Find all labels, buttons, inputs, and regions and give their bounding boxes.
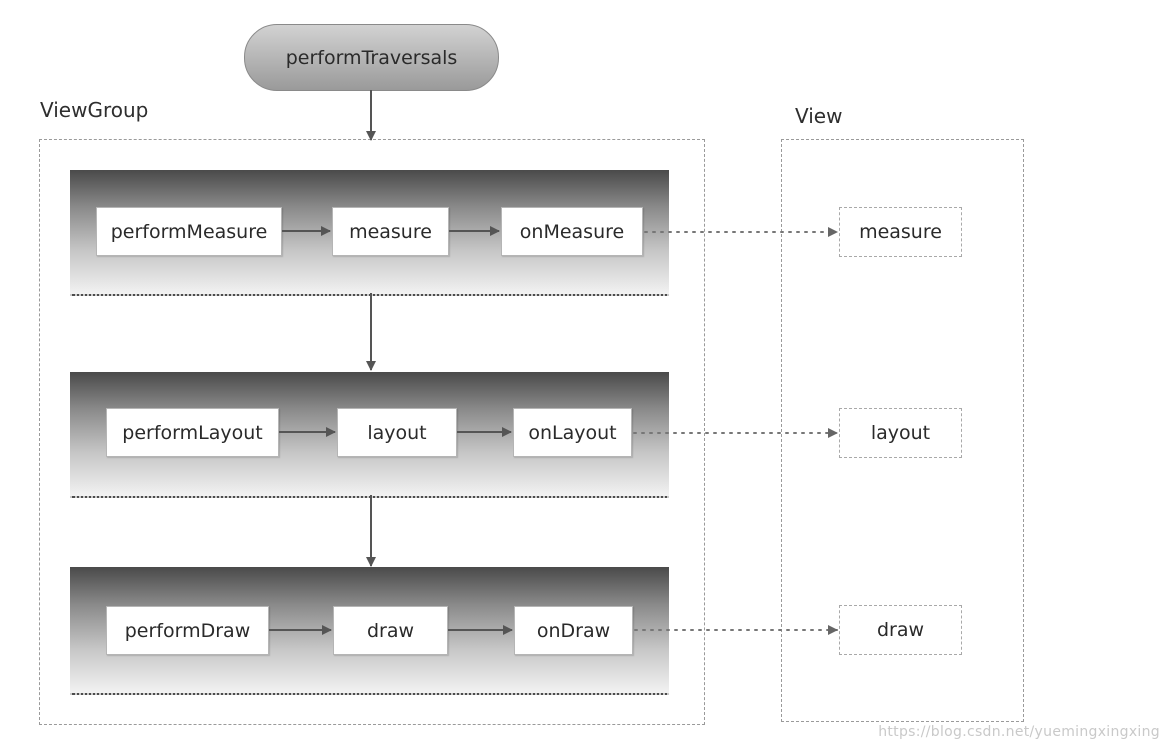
measure-box: measure <box>332 207 449 256</box>
view-draw-label: draw <box>876 619 925 641</box>
viewgroup-label: ViewGroup <box>40 98 149 122</box>
perform-measure-box: performMeasure <box>96 207 282 256</box>
view-label: View <box>795 104 843 128</box>
perform-traversals-label: performTraversals <box>285 46 458 69</box>
draw-box: draw <box>333 606 448 655</box>
on-draw-label: onDraw <box>536 619 611 642</box>
perform-layout-box: performLayout <box>106 408 279 457</box>
view-measure-box: measure <box>839 207 962 257</box>
perform-draw-label: performDraw <box>124 619 251 642</box>
view-container <box>781 139 1024 722</box>
view-layout-label: layout <box>870 422 931 444</box>
perform-draw-box: performDraw <box>106 606 269 655</box>
view-measure-label: measure <box>859 221 942 243</box>
perform-traversals-node: performTraversals <box>244 24 499 91</box>
on-measure-label: onMeasure <box>519 220 625 243</box>
view-draw-box: draw <box>839 605 962 655</box>
layout-box: layout <box>337 408 457 457</box>
perform-measure-label: performMeasure <box>110 220 268 243</box>
on-layout-box: onLayout <box>513 408 632 457</box>
on-draw-box: onDraw <box>514 606 633 655</box>
perform-layout-label: performLayout <box>122 421 263 444</box>
view-layout-box: layout <box>839 408 962 458</box>
layout-label: layout <box>367 421 427 444</box>
on-layout-label: onLayout <box>528 421 617 444</box>
measure-label: measure <box>349 220 432 243</box>
watermark-text: https://blog.csdn.net/yuemingxingxing <box>878 724 1160 740</box>
draw-label: draw <box>366 619 415 642</box>
on-measure-box: onMeasure <box>501 207 643 256</box>
